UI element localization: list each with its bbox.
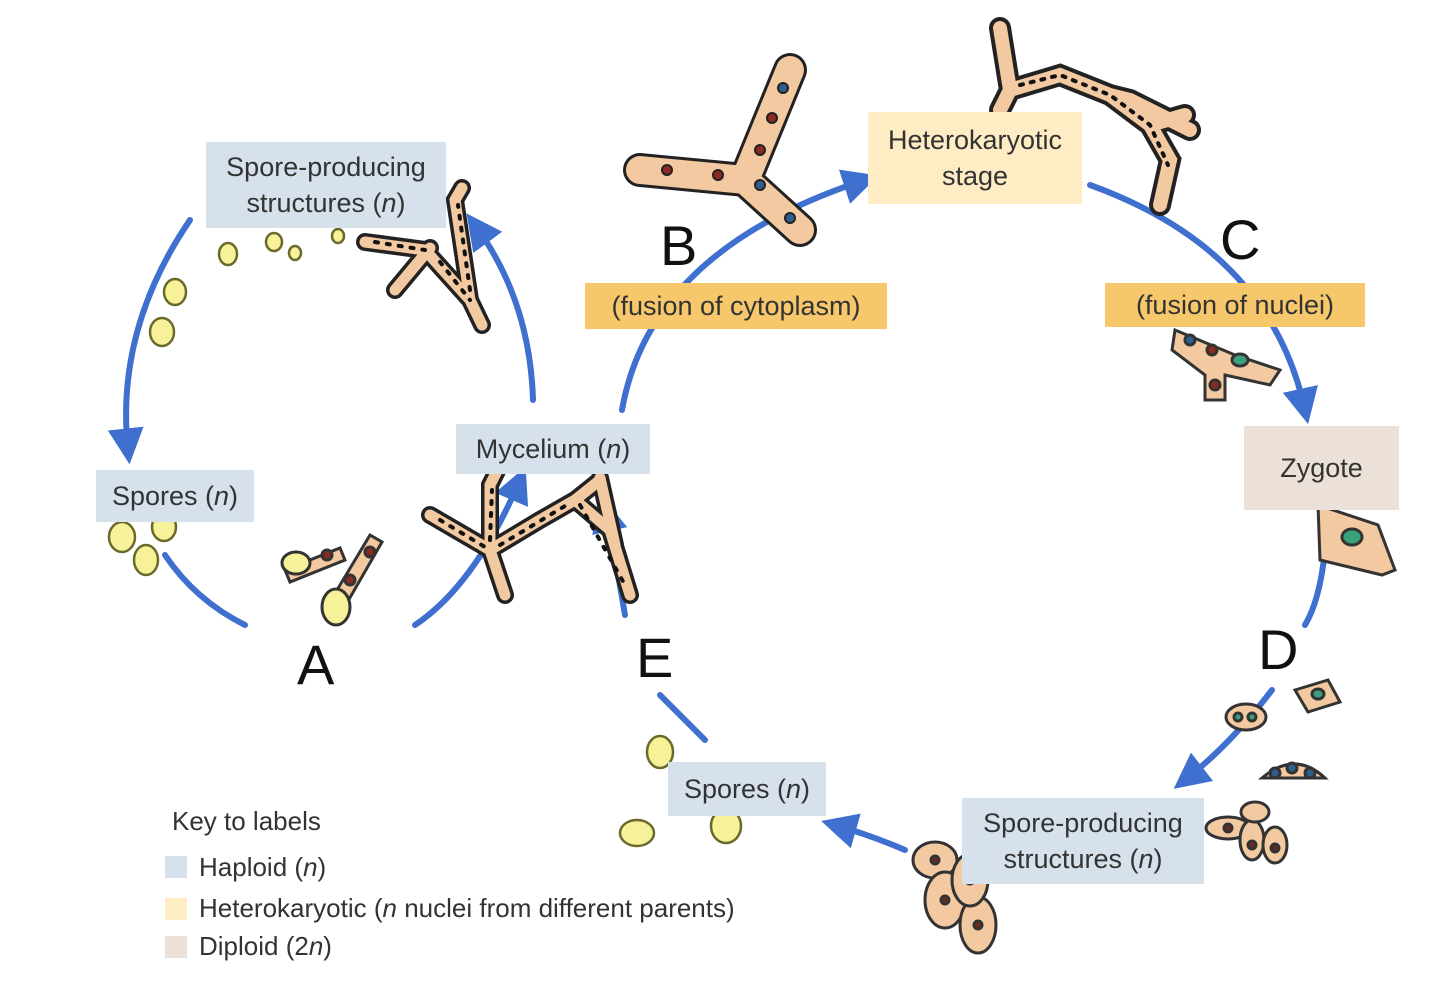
- nuclei-b: [661, 82, 796, 224]
- key-haploid-swatch: [165, 856, 187, 878]
- key-diploid-swatch: [165, 936, 187, 958]
- label-spore-structures-left: Spore-producing structures (n): [206, 142, 446, 228]
- spore: [217, 241, 239, 267]
- hyphae-heterokaryotic: [989, 17, 1201, 216]
- label-spore-structures-right: Spore-producing structures (n): [962, 798, 1204, 884]
- arrow-d-lower: [1173, 687, 1275, 789]
- arrow-c: [1087, 182, 1318, 425]
- spore: [330, 227, 346, 245]
- label-fusion-nuclei: (fusion of nuclei): [1105, 283, 1365, 327]
- spore: [618, 818, 656, 848]
- hyphae-mycelium: [421, 446, 639, 604]
- spore: [287, 244, 303, 262]
- fusing-cells: [1170, 327, 1283, 402]
- key-heterokaryotic: Heterokaryotic (n nuclei from different …: [199, 893, 735, 923]
- stage-letter-a: A: [297, 633, 335, 696]
- label-mycelium: Mycelium (n): [456, 424, 650, 474]
- arrow-e-lower: [657, 692, 708, 743]
- spore: [107, 520, 137, 554]
- key-title: Key to labels: [172, 806, 321, 836]
- zygote-cell: [1316, 502, 1397, 577]
- germinating-spores: [280, 532, 385, 627]
- hyphae-fusion-b: [623, 53, 817, 247]
- spore: [132, 543, 160, 577]
- label-fusion-cytoplasm: (fusion of cytoplasm): [585, 283, 887, 329]
- label-spores-bottom: Spores (n): [668, 762, 826, 816]
- arrow-a-to-mycelium: [412, 466, 529, 628]
- key-hetero-swatch: [165, 898, 187, 920]
- spore: [162, 277, 188, 307]
- label-zygote: Zygote: [1244, 426, 1399, 510]
- spore: [264, 231, 284, 253]
- stage-letter-b: B: [660, 214, 698, 277]
- hyphae-left-top: [356, 179, 491, 334]
- arrow-spores-to-a: [162, 552, 248, 628]
- spore-cluster-bottom: [911, 840, 998, 955]
- arrow-mycelium-up: [466, 213, 536, 403]
- key-haploid: Haploid (n): [199, 852, 327, 882]
- arrow-b: [619, 169, 879, 413]
- key-diploid: Diploid (2n): [199, 931, 332, 961]
- label-spores-left: Spores (n): [96, 470, 254, 522]
- spore: [148, 316, 176, 348]
- spore-cluster-right: [1204, 800, 1289, 865]
- label-heterokaryotic-stage: Heterokaryotic stage: [868, 112, 1082, 204]
- meiosis-cells: [1224, 678, 1343, 780]
- stage-letter-e: E: [636, 626, 674, 689]
- arrow-to-bottom-spores: [821, 813, 908, 853]
- spore: [645, 734, 675, 770]
- arrow-spores-left: [107, 217, 193, 465]
- stage-letter-c: C: [1220, 208, 1261, 271]
- stage-letter-d: D: [1258, 618, 1299, 681]
